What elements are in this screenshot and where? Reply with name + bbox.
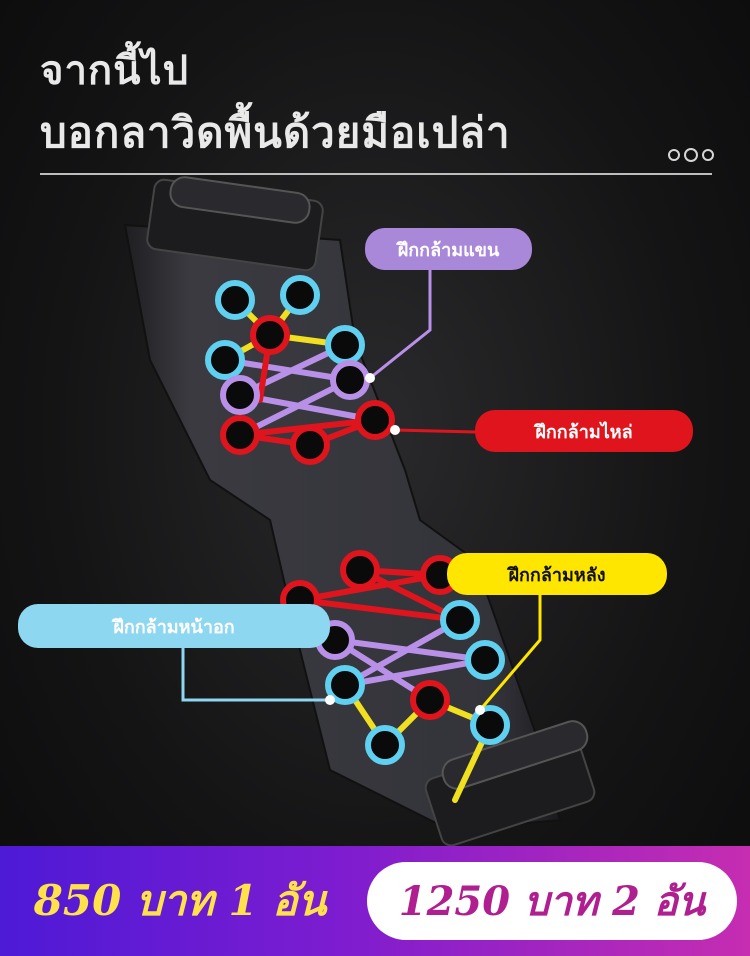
pushup-board-illustration: [123, 176, 596, 847]
slide-dot[interactable]: [702, 149, 714, 161]
divider: [40, 173, 712, 175]
label-shoulder: ฝึกกล้ามไหล่: [475, 410, 693, 452]
label-back: ฝึกกล้ามหลัง: [447, 553, 667, 595]
headline-line2: บอกลาวิดพื้นด้วยมือเปล่า: [40, 108, 511, 157]
top-handle: [146, 176, 324, 272]
slide-dot[interactable]: [668, 149, 680, 161]
slide-dot-active[interactable]: [684, 148, 698, 162]
label-arm: ฝึกกล้ามแขน: [365, 228, 532, 270]
label-chest: ฝึกกล้ามหน้าอก: [18, 604, 330, 648]
price-double: 1250 บาท 2 อัน: [367, 862, 737, 940]
price-single: 850 บาท 1 อัน: [33, 876, 327, 925]
bottom-handle: [424, 720, 596, 847]
price-bar: 850 บาท 1 อัน 1250 บาท 2 อัน: [0, 846, 750, 956]
headline-line1: จากนี้ไป: [40, 48, 189, 94]
